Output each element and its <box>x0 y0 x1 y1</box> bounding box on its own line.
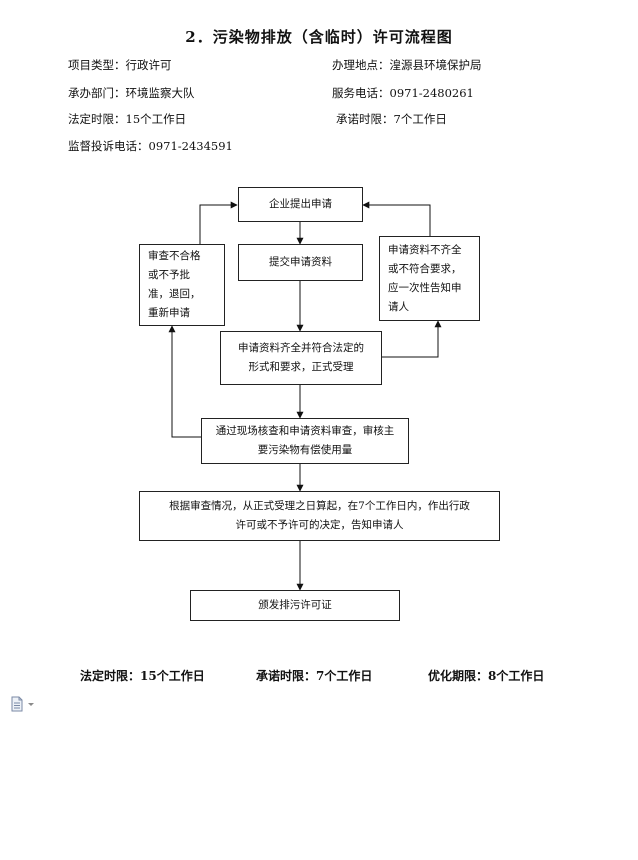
footer-optimized-limit: 优化期限：8个工作日 <box>428 669 545 683</box>
meta-complaint-phone: 监督投诉电话：0971-2434591 <box>68 139 233 153</box>
flow-issue-text: 颁发排污许可证 <box>258 599 332 611</box>
flow-incomplete-line: 或不符合要求， <box>388 262 462 275</box>
flow-box-apply: 企业提出申请 <box>238 187 363 222</box>
flow-decision-line: 根据审查情况，从正式受理之日算起，在7个工作日内，作出行政 <box>169 500 470 512</box>
flow-box-incomplete: 申请资料不齐全 或不符合要求， 应一次性告知申 请人 <box>379 236 480 321</box>
footer-promise-limit: 承诺时限：7个工作日 <box>256 669 373 683</box>
flow-decision-line: 许可或不予许可的决定，告知申请人 <box>235 519 404 531</box>
meta-legal-limit: 法定时限：15个工作日 <box>68 112 187 126</box>
flow-review-line: 通过现场核查和申请资料审查，审核主 <box>215 425 395 437</box>
meta-promise-limit: 承诺时限：7个工作日 <box>336 112 447 126</box>
footer-legal-limit: 法定时限：15个工作日 <box>80 669 205 683</box>
flow-box-review: 通过现场核查和申请资料审查，审核主 要污染物有偿使用量 <box>201 418 409 464</box>
meta-item-type: 项目类型：行政许可 <box>68 58 172 72</box>
flow-apply-text: 企业提出申请 <box>269 198 332 210</box>
arrow-accept-to-incomplete <box>382 320 442 358</box>
arrow-incomplete-to-apply <box>362 201 431 236</box>
flow-reject-line: 重新申请 <box>148 307 190 319</box>
flow-reject-line: 或不予批 <box>148 269 190 281</box>
page-title: 2．污染物排放（含临时）许可流程图 <box>185 28 453 46</box>
flow-box-decision: 根据审查情况，从正式受理之日算起，在7个工作日内，作出行政 许可或不予许可的决定… <box>139 491 500 541</box>
meta-phone: 服务电话：0971-2480261 <box>332 86 474 100</box>
meta-location: 办理地点：湟源县环境保护局 <box>332 58 482 72</box>
flow-incomplete-line: 应一次性告知申 <box>388 281 462 294</box>
flow-reject-line: 准，退回， <box>148 288 201 300</box>
flow-reject-line: 审查不合格 <box>148 250 201 262</box>
flow-review-line: 要污染物有偿使用量 <box>257 444 353 456</box>
flow-accept-line: 形式和要求，正式受理 <box>248 361 354 373</box>
flow-incomplete-line: 申请资料不齐全 <box>388 243 462 256</box>
flow-incomplete-line: 请人 <box>388 300 409 313</box>
arrow-review-to-reject <box>168 325 201 438</box>
meta-department: 承办部门：环境监察大队 <box>68 86 195 100</box>
flow-box-issue: 颁发排污许可证 <box>190 590 400 621</box>
arrow-reject-to-apply <box>199 201 238 244</box>
flow-box-submit: 提交申请资料 <box>238 244 363 281</box>
document-icon[interactable] <box>10 696 40 716</box>
flow-box-accept: 申请资料齐全并符合法定的 形式和要求，正式受理 <box>220 331 382 385</box>
flow-submit-text: 提交申请资料 <box>269 256 332 268</box>
chevron-down-icon <box>28 703 34 706</box>
flow-box-reject: 审查不合格 或不予批 准，退回， 重新申请 <box>139 244 225 326</box>
flow-accept-line: 申请资料齐全并符合法定的 <box>238 342 364 354</box>
